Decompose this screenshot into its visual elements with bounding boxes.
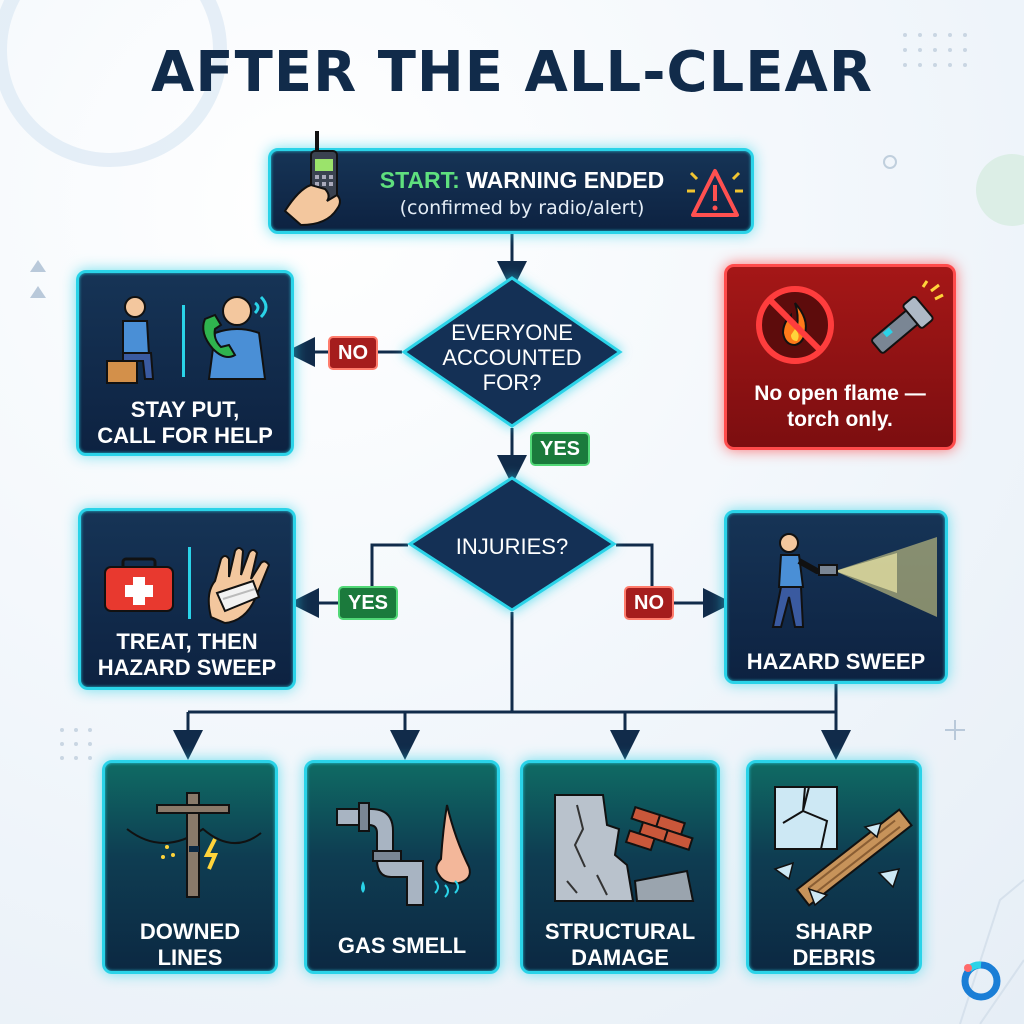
- treat-line2: HAZARD SWEEP: [97, 655, 277, 680]
- treat-box: TREAT, THEN HAZARD SWEEP: [78, 508, 296, 690]
- stay-put-box: STAY PUT, CALL FOR HELP: [76, 270, 294, 456]
- phone-call-icon: [202, 295, 268, 380]
- warning-line1: No open flame —: [754, 382, 926, 405]
- warning-triangle-icon: [687, 169, 743, 217]
- treat-divider: [188, 547, 191, 619]
- hand-radio-icon: [283, 131, 341, 227]
- decision-injuries: [407, 476, 617, 612]
- flashlight-icon: [871, 280, 944, 354]
- stay-put-divider: [182, 305, 185, 377]
- hazard-structural-damage-line1: STRUCTURAL: [544, 919, 696, 944]
- yes-tag-accounted: YES: [530, 432, 591, 466]
- page-title: AFTER THE ALL-CLEAR: [151, 40, 873, 105]
- no-tag-accounted: NO: [328, 336, 378, 370]
- person-with-flashlight-icon: [771, 533, 937, 628]
- stay-put-line1: STAY PUT,: [130, 397, 240, 422]
- hazard-sharp-debris: SHARP DEBRIS: [746, 760, 922, 974]
- treat-line1: TREAT, THEN: [116, 629, 258, 654]
- decision-accounted-text: EVERYONE ACCOUNTED FOR?: [402, 320, 622, 395]
- hazard-gas-smell: GAS SMELL: [304, 760, 500, 974]
- warning-line2: torch only.: [787, 408, 893, 431]
- start-subtitle: (confirmed by radio/alert): [399, 197, 645, 219]
- hazard-sharp-debris-line1: SHARP: [795, 919, 873, 944]
- broken-glass-icon: [773, 786, 913, 907]
- hazard-downed-lines: DOWNED LINES: [102, 760, 278, 974]
- hazard-sweep-box: HAZARD SWEEP: [724, 510, 948, 684]
- start-main: WARNING ENDED: [466, 167, 665, 193]
- yes-tag-injuries: YES: [338, 586, 399, 620]
- hazard-sharp-debris-line2: DEBRIS: [792, 945, 876, 970]
- power-pole-icon: [126, 792, 262, 898]
- decision-accounted-line1: EVERYONE: [451, 320, 573, 345]
- person-sitting-icon: [106, 296, 155, 384]
- hazard-downed-lines-line1: DOWNED: [139, 919, 241, 944]
- hazard-sweep-label: HAZARD SWEEP: [746, 649, 926, 674]
- hazard-structural-damage-line2: DAMAGE: [571, 945, 669, 970]
- cracked-wall-icon: [554, 794, 695, 902]
- hazard-gas-smell-line1: GAS SMELL: [337, 933, 467, 958]
- no-tag-injuries: NO: [624, 586, 674, 620]
- decision-everyone-accounted: [401, 276, 623, 428]
- gas-pipe-nose-icon: [336, 802, 471, 906]
- decision-accounted-line2: ACCOUNTED: [442, 345, 582, 370]
- start-prefix: START:: [379, 167, 460, 193]
- start-box: START: WARNING ENDED (confirmed by radio…: [268, 131, 754, 234]
- decision-injuries-text: INJURIES?: [455, 534, 569, 559]
- bandaged-hand-icon: [207, 547, 271, 625]
- start-text: START: WARNING ENDED: [367, 167, 677, 194]
- decision-accounted-line3: FOR?: [482, 370, 542, 395]
- stay-put-line2: CALL FOR HELP: [97, 423, 273, 448]
- hazard-structural-damage: STRUCTURAL DAMAGE: [520, 760, 720, 974]
- no-flame-icon: [756, 286, 834, 364]
- brand-logo-icon: [961, 961, 1001, 1001]
- hazard-downed-lines-line2: LINES: [157, 945, 223, 970]
- first-aid-kit-icon: [104, 557, 174, 612]
- no-open-flame-warning: No open flame — torch only.: [724, 264, 956, 450]
